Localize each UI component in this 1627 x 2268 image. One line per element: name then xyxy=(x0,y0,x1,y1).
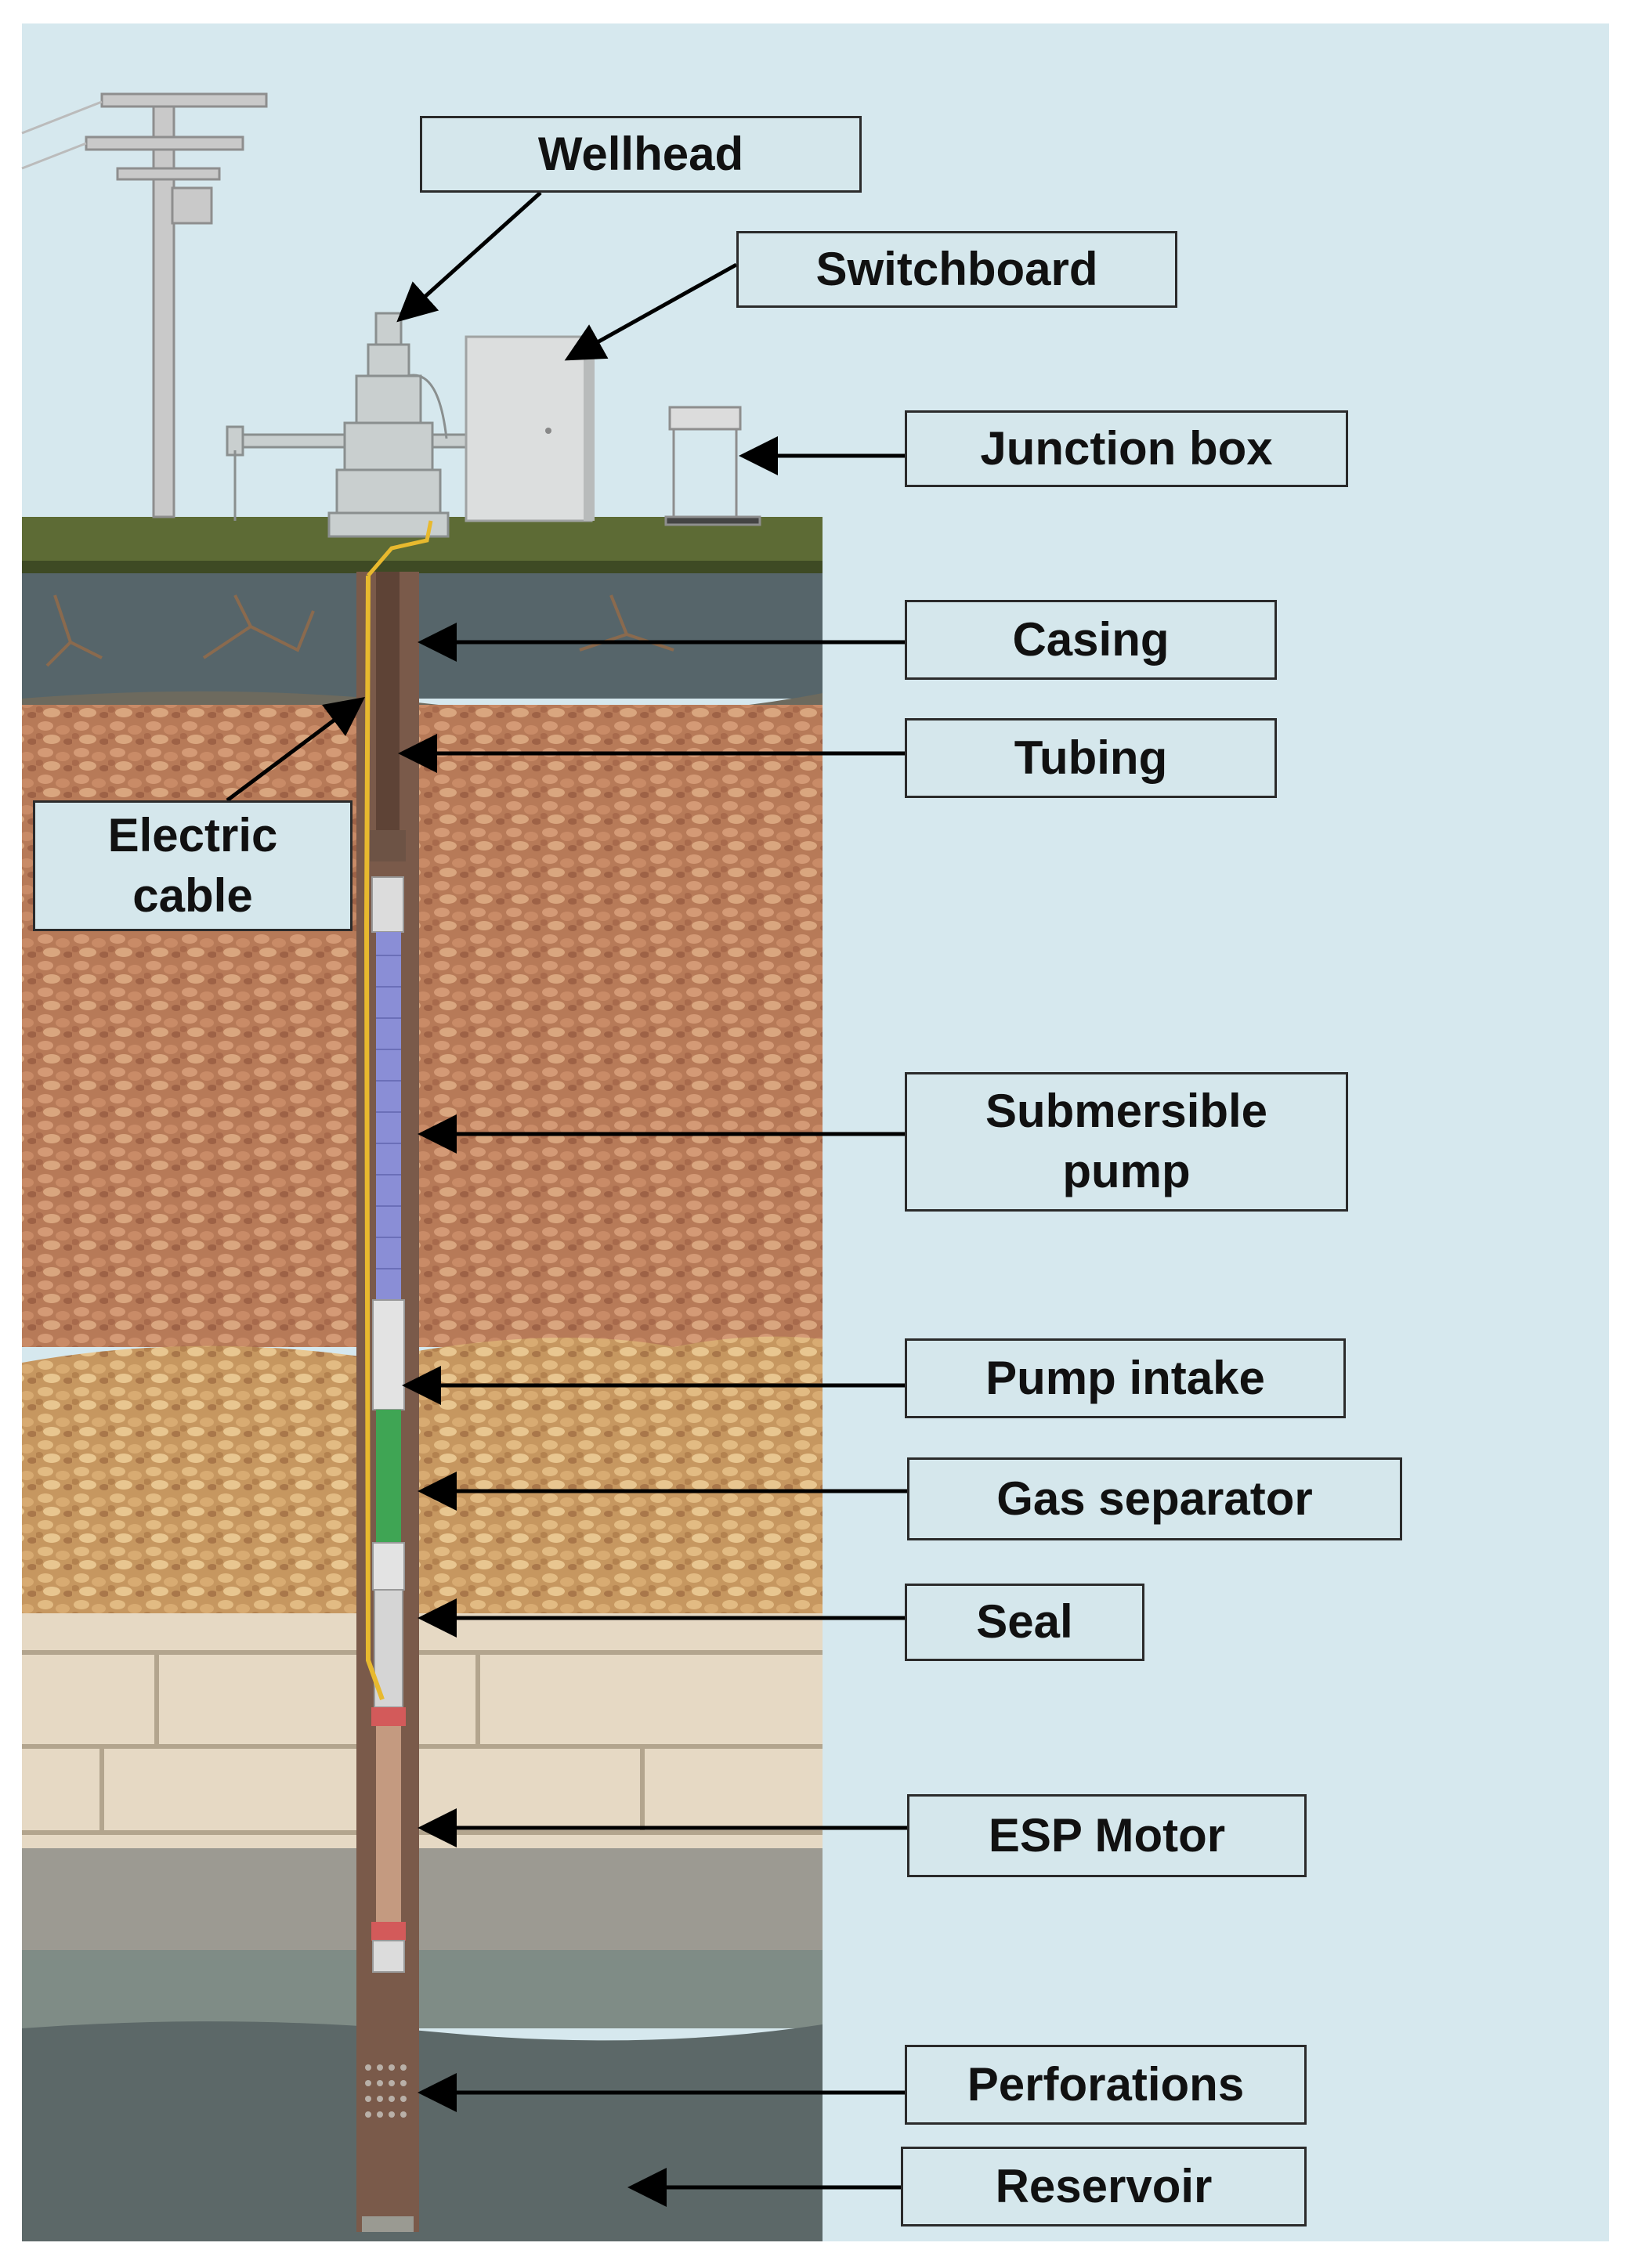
pump-body xyxy=(376,932,401,1300)
switchboard-cabinet xyxy=(465,335,595,522)
pump-intake-section xyxy=(372,1299,405,1410)
label-submersible-pump-text: Submersible pump xyxy=(907,1082,1346,1202)
label-switchboard: Switchboard xyxy=(736,231,1177,308)
label-casing-text: Casing xyxy=(1012,612,1170,666)
label-wellhead-text: Wellhead xyxy=(537,127,744,180)
label-submersible-pump: Submersible pump xyxy=(905,1072,1348,1212)
label-reservoir-text: Reservoir xyxy=(995,2159,1213,2212)
label-pump-intake: Pump intake xyxy=(905,1338,1346,1418)
label-junction-box: Junction box xyxy=(905,410,1348,487)
motor-section xyxy=(376,1726,401,1922)
label-gas-separator-text: Gas separator xyxy=(996,1472,1313,1525)
label-electric-cable-text: Electric cable xyxy=(35,806,350,926)
label-submersible-pump-line1: Submersible xyxy=(985,1085,1268,1138)
label-tubing-text: Tubing xyxy=(1014,731,1168,784)
label-perforations-text: Perforations xyxy=(967,2057,1245,2111)
label-junction-box-text: Junction box xyxy=(980,421,1273,475)
label-reservoir: Reservoir xyxy=(901,2147,1307,2226)
label-seal: Seal xyxy=(905,1584,1144,1661)
lower-sandstone-layer xyxy=(22,1336,823,1613)
label-electric-cable: Electric cable xyxy=(33,800,353,931)
earth-strata xyxy=(22,573,823,2241)
tubing-pipe xyxy=(376,572,400,838)
label-esp-motor: ESP Motor xyxy=(907,1794,1307,1877)
limestone-layer xyxy=(22,1613,823,1848)
perforation-holes xyxy=(365,2064,407,2118)
label-casing: Casing xyxy=(905,600,1277,680)
label-perforations: Perforations xyxy=(905,2045,1307,2125)
label-electric-cable-line1: Electric xyxy=(107,808,278,861)
label-wellhead: Wellhead xyxy=(420,116,862,193)
label-submersible-pump-line2: pump xyxy=(1062,1145,1191,1197)
label-switchboard-text: Switchboard xyxy=(815,242,1098,295)
arrow-electric-cable xyxy=(226,697,365,802)
arrow-wellhead xyxy=(396,191,542,323)
label-gas-separator: Gas separator xyxy=(907,1457,1402,1540)
shale-layer xyxy=(22,1848,823,1950)
junction-box-unit xyxy=(664,406,761,526)
utility-pole xyxy=(21,92,268,518)
label-seal-text: Seal xyxy=(976,1595,1073,1649)
label-esp-motor-text: ESP Motor xyxy=(988,1808,1226,1862)
topsoil-layer xyxy=(22,573,823,699)
label-electric-cable-line2: cable xyxy=(132,869,253,922)
label-tubing: Tubing xyxy=(905,718,1277,798)
reservoir-layer xyxy=(22,2021,823,2241)
gas-separator-section xyxy=(376,1410,401,1543)
label-pump-intake-text: Pump intake xyxy=(985,1351,1265,1404)
electric-cable-line xyxy=(363,575,385,1701)
callout-arrows xyxy=(226,191,907,2207)
arrow-switchboard xyxy=(564,262,738,361)
